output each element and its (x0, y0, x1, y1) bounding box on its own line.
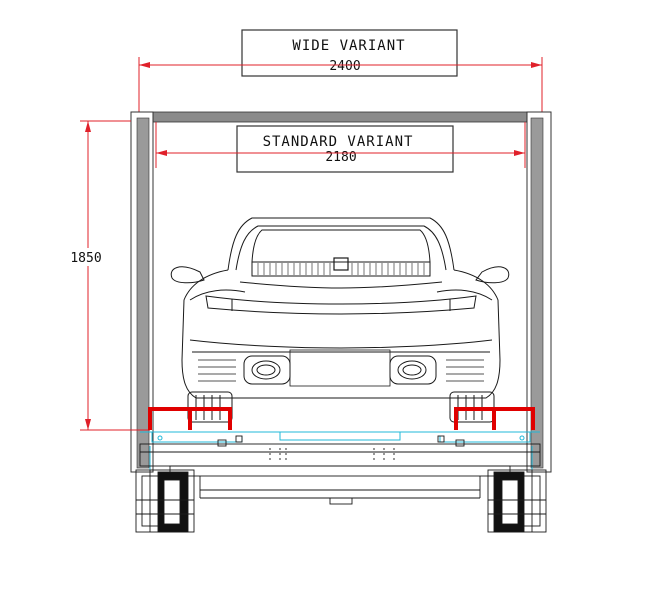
wide-dimension-line (138, 57, 543, 112)
lower-chassis (139, 435, 541, 505)
car-roof (227, 217, 455, 271)
standard-variant-dimension: 2180 (325, 150, 356, 165)
car-badge (333, 257, 349, 271)
height-dimension-label: 1850 (70, 251, 101, 266)
height-dimension-line (80, 120, 150, 431)
platform-supports-red (148, 407, 535, 430)
car-body (181, 269, 501, 399)
standard-variant-label: STANDARD VARIANT (263, 134, 414, 150)
tail-light-bar (205, 295, 477, 315)
left-exhaust (243, 355, 291, 385)
standard-variant-label-box (236, 125, 454, 173)
wide-variant-label: WIDE VARIANT (292, 38, 405, 54)
left-mirror (170, 266, 205, 284)
engine-grille (251, 261, 431, 277)
standard-dimension-line (155, 122, 526, 168)
wide-variant-callout: WIDE VARIANT 2400 (241, 29, 458, 77)
right-exhaust (389, 355, 437, 385)
platform-deck (140, 431, 540, 470)
license-plate-area (289, 349, 391, 387)
outer-frame (130, 111, 552, 473)
car-rear-view (170, 217, 510, 423)
deck-fasteners (157, 435, 525, 441)
right-post-inner (530, 117, 544, 469)
wide-variant-dimension: 2400 (329, 59, 360, 74)
wide-variant-label-box (241, 29, 458, 77)
rear-bumper (189, 339, 493, 349)
right-roller-assembly (487, 469, 547, 533)
top-beam (130, 111, 552, 123)
left-roller-assembly (135, 469, 195, 533)
rear-window (251, 229, 431, 263)
height-label-bg (66, 248, 106, 266)
right-mirror (475, 266, 510, 284)
left-post-inner (136, 117, 150, 469)
standard-variant-callout: STANDARD VARIANT 2180 (236, 125, 454, 173)
